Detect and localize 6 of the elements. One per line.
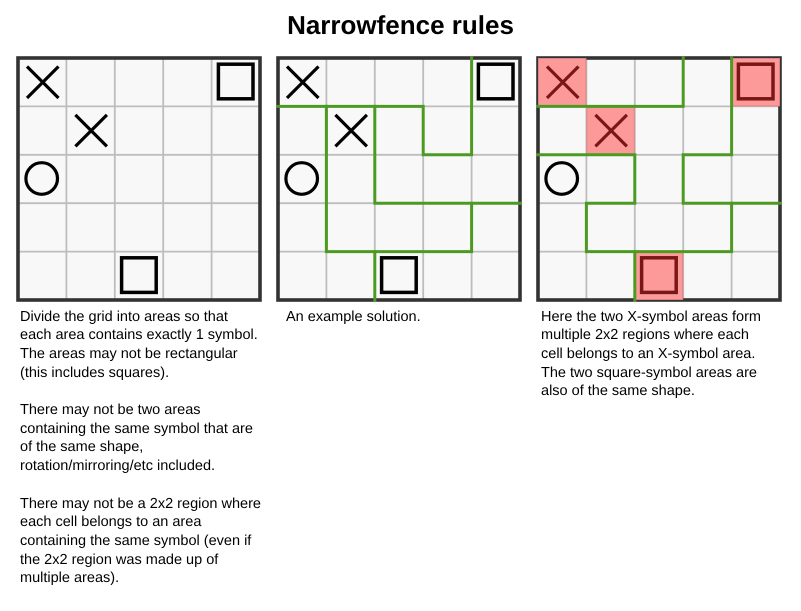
title: Narrowfence rules bbox=[286, 10, 515, 40]
rule-text: Divide the grid into areas so that each area contains exactly 1 symbol. The areas may not be rectangular (this includes squares). bbox=[20, 308, 259, 382]
rule-text: An example solution. bbox=[286, 308, 422, 326]
rule-text: There may not be a 2x2 region where each cell belongs to an area containing the same symbol (even if the 2x2 region was made up of multiple areas). bbox=[20, 494, 262, 588]
rule-text: Here the two X-symbol areas form multiple 2x2 regions where each cell belongs to an X-symbol area. The two square-symbol areas are also of the same shape. bbox=[541, 308, 762, 402]
rule-text: There may not be two areas containing the same symbol that are of the same shape, rotation/mirroring/etc included. bbox=[20, 401, 254, 476]
